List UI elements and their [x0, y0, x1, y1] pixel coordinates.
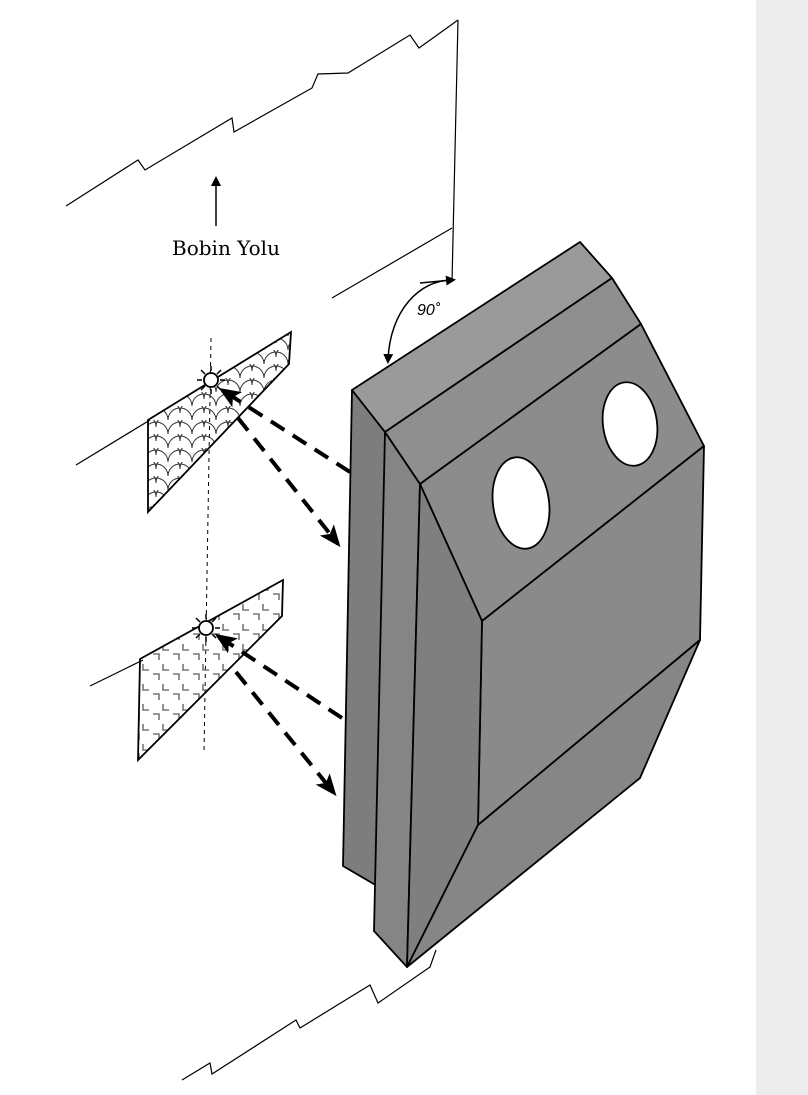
beam-arrows — [214, 387, 352, 797]
sensor-window-right — [601, 381, 659, 467]
lower-break-line — [181, 949, 437, 1081]
lower-outgoing-beam — [234, 670, 337, 797]
coil-path-label: Bobin Yolu — [172, 236, 280, 260]
sheet-lower-edge-c — [89, 659, 144, 687]
sun-icon — [197, 366, 225, 394]
lower-coating-shape — [137, 578, 284, 763]
sheet-lower-edge-a — [331, 227, 453, 299]
page-edge-strip — [756, 0, 808, 1095]
angle-label: 90˚ — [417, 302, 441, 319]
angle-arc-head — [419, 275, 456, 286]
upper-break-line — [65, 19, 459, 207]
angle-indicator: 90˚ — [383, 275, 456, 364]
sheet-vertical-edge — [451, 19, 459, 283]
sensor-window-left — [491, 456, 551, 550]
upper-coating-sample — [147, 330, 293, 515]
sun-icon — [192, 614, 220, 642]
upper-outgoing-beam — [236, 416, 341, 548]
device-bottom-face — [406, 639, 701, 968]
measurement-device — [342, 241, 705, 968]
lower-coating-sample — [137, 578, 284, 763]
sheet-lower-edge-b — [75, 419, 151, 466]
coil-sheet-lines — [65, 19, 459, 1081]
coil-path-indicator: Bobin Yolu — [172, 176, 280, 260]
upper-coating-shape — [147, 330, 293, 515]
